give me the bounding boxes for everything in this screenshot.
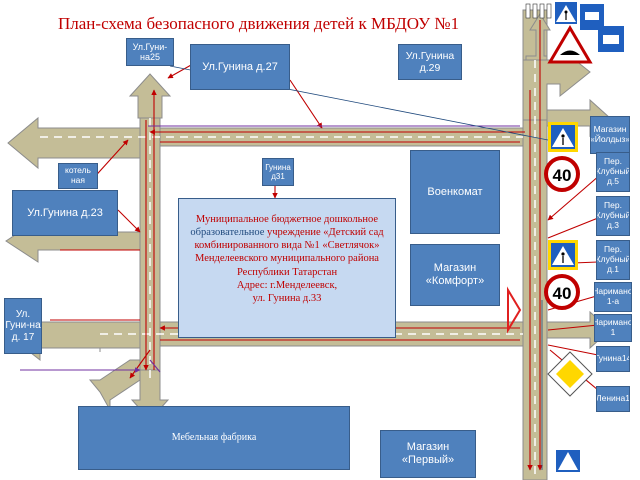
road-left-up-arrow [128,73,172,119]
building-klub-5: Пер. Клубный д.5 [596,152,630,192]
building-gunina-29-label: Ул.Гунина д.29 [405,49,455,74]
speed-limit-sign-upper: 40 [544,156,580,192]
kindergarten-line-6: Адрес: г.Менделеевск, [236,279,338,291]
building-gunina-29: Ул.Гунина д.29 [398,44,462,80]
route-red-left-bottom [129,349,151,379]
building-mebel-label: Мебельная фабрика [171,432,257,444]
building-voenkomat: Военкомат [410,150,500,234]
kindergarten-line-3: комбинированного вида №1 «Светлячок» [194,240,380,252]
building-gunina-14: Гунина14 [596,346,630,372]
building-bnarimanova-1a-label: Б.Нариманова 1-а [595,286,631,306]
building-gunina-23: Ул.Гунина д.23 [12,190,118,236]
route-red-gunina27 [289,79,323,129]
building-mebel: Мебельная фабрика [78,406,350,470]
road-bottom-left-exit [88,359,141,412]
route-red-klub5 [547,174,601,221]
building-gunina-25-label: Ул.Гуни-на25 [132,41,168,62]
road-top-up [525,13,551,61]
building-klub-5-label: Пер. Клубный д.5 [596,156,630,186]
kindergarten-line-2-highlight: образовательное [190,227,265,239]
pedestrian-crossing-sign-lower [548,240,578,270]
building-gunina-31: Гунина д31 [262,158,294,186]
kindergarten-line-2-rest: учреждение «Детский сад [264,227,384,239]
building-gunina-31-label: Гунина д31 [265,162,291,181]
building-lenina-1: Ленина1 [596,386,630,412]
speed-limit-text-lower: 40 [553,284,572,303]
building-gunina-17-label: Ул. Гуни-на д. 17 [5,308,41,343]
building-gunina-27-label: Ул.Гунина д.27 [202,60,278,73]
building-pervyi: Магазин «Первый» [380,430,476,478]
building-yoldyz-label: Магазин «Йолдыз» [590,124,630,144]
route-purple-bottom [149,359,161,373]
pedestrian-crossing-sign-bottom [556,450,580,472]
building-bnarimanova-1-label: Б.Нариманова 1 [595,317,631,337]
speed-limit-text-upper: 40 [553,166,572,185]
pedestrian-crossing-sign-top [555,2,577,24]
building-yoldyz: Магазин «Йолдыз» [590,116,630,154]
building-komfort-label: Магазин «Комфорт» [425,262,485,287]
building-bnarimanova-1a: Б.Нариманова 1-а [594,282,632,312]
pedestrian-crossing-sign-upper [548,122,578,152]
building-klub-3: Пер. Клубный д.3 [596,196,630,236]
building-bnarimanova-1: Б.Нариманова 1 [594,314,632,342]
building-gunina-25: Ул.Гуни-на25 [126,38,174,66]
building-gunina-17: Ул. Гуни-на д. 17 [4,298,42,354]
building-komfort: Магазин «Комфорт» [410,244,500,306]
kindergarten-building: Муниципальное бюджетное дошкольное образ… [178,198,396,338]
building-lenina-1-label: Ленина1 [596,393,630,404]
priority-road-sign [547,351,593,397]
building-gunina-27: Ул.Гунина д.27 [190,44,290,90]
kindergarten-line-2: образовательное учреждение «Детский сад [183,226,391,239]
building-voenkomat-label: Военкомат [427,185,483,198]
building-klub-3-label: Пер. Клубный д.3 [596,200,630,230]
route-red-gunina23 [117,209,141,233]
building-klub-1: Пер. Клубный д.1 [596,240,630,280]
building-gunina-14-label: Гунина14 [596,353,630,364]
crosswalk-top [525,3,552,19]
route-red-gun14 [547,344,599,356]
bus-stop-sign-top [580,4,604,30]
bus-stop-sign-right [598,26,624,52]
kindergarten-line-7: ул. Гунина д.33 [252,292,322,304]
route-red-klub3 [547,217,599,239]
kindergarten-line-1: Муниципальное бюджетное дошкольное [195,214,379,225]
building-kotelnaya-label: котель ная [65,165,91,185]
speed-limit-sign-lower: 40 [544,274,580,310]
kindergarten-line-5: Республики Татарстан [236,266,338,278]
building-gunina-23-label: Ул.Гунина д.23 [27,206,103,219]
page-title: План-схема безопасного движения детей к … [58,14,460,33]
route-red-nar1 [547,324,599,331]
kindergarten-line-4: Менделеевского муниципального района [195,253,379,265]
yield-sign [507,286,522,334]
speed-bump-sign [547,25,593,64]
building-klub-1-label: Пер. Клубный д.1 [596,244,630,274]
building-pervyi-label: Магазин «Первый» [401,441,455,466]
building-kotelnaya: котель ная [58,163,98,189]
